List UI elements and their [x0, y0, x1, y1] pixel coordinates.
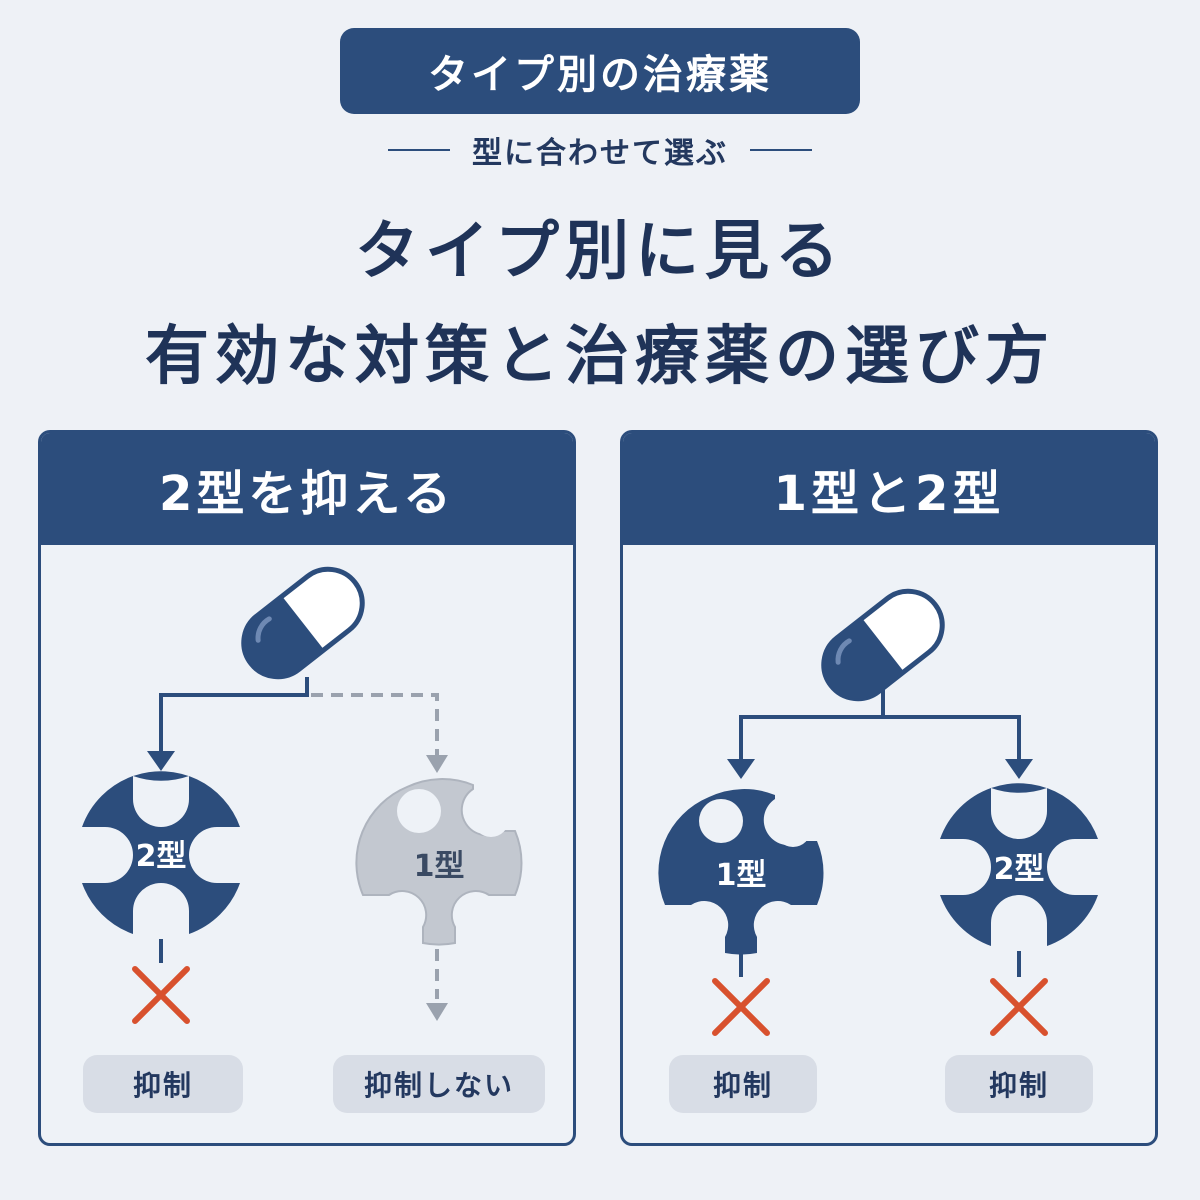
cross-icon: [990, 978, 1048, 1036]
panel-diagram: 1型 2型: [658, 588, 1098, 1036]
arrowhead-dashed-down: [426, 1003, 448, 1021]
target-type2-shape: [82, 771, 240, 934]
target-type1-shape: [658, 789, 824, 955]
panel-title: 1型と2型: [623, 433, 1155, 545]
result-pill-right-2: 抑制: [945, 1055, 1093, 1113]
target-type1-shape-inactive: [355, 778, 523, 946]
capsule-icon: [241, 566, 365, 680]
panel-diagram: 2型 1型: [82, 566, 523, 1024]
result-pill-right-1: 抑制: [669, 1055, 817, 1113]
subtitle-row: 型に合わせて選ぶ: [0, 128, 1200, 172]
subtitle-rule-left: [388, 149, 450, 151]
arrow-solid: [159, 677, 309, 753]
panel-type1-and-type2: 1型と2型 1型 2型: [620, 430, 1158, 1146]
arrow-dashed: [311, 693, 439, 755]
arrowhead-dashed: [426, 755, 448, 773]
result-pill-left-1: 抑制: [83, 1055, 243, 1113]
target-label-right-1: 1型: [716, 858, 767, 893]
header-badge: タイプ別の治療薬: [340, 28, 860, 114]
subtitle-rule-right: [750, 149, 812, 151]
arrowhead-left: [727, 759, 755, 779]
arrowhead-solid: [147, 751, 175, 771]
headline-line-1: タイプ別に見る: [355, 215, 845, 289]
cross-icon: [712, 978, 770, 1036]
target-type2-shape: [940, 783, 1098, 946]
result-pill-left-2: 抑制しない: [333, 1055, 545, 1113]
subtitle-text: 型に合わせて選ぶ: [472, 136, 728, 171]
arrowhead-right: [1005, 759, 1033, 779]
headline-line-2: 有効な対策と治療薬の選び方: [145, 320, 1055, 394]
panel-title: 2型を抑える: [41, 433, 573, 545]
target-label-left-1: 2型: [136, 839, 187, 874]
cross-icon: [132, 966, 190, 1024]
target-label-left-2: 1型: [414, 849, 465, 884]
capsule-icon: [821, 588, 945, 702]
target-label-right-2: 2型: [994, 852, 1045, 887]
arrow-split: [739, 683, 1021, 761]
panel-type2-suppress: 2型を抑える 2型 1型 抑制 抑: [38, 430, 576, 1146]
